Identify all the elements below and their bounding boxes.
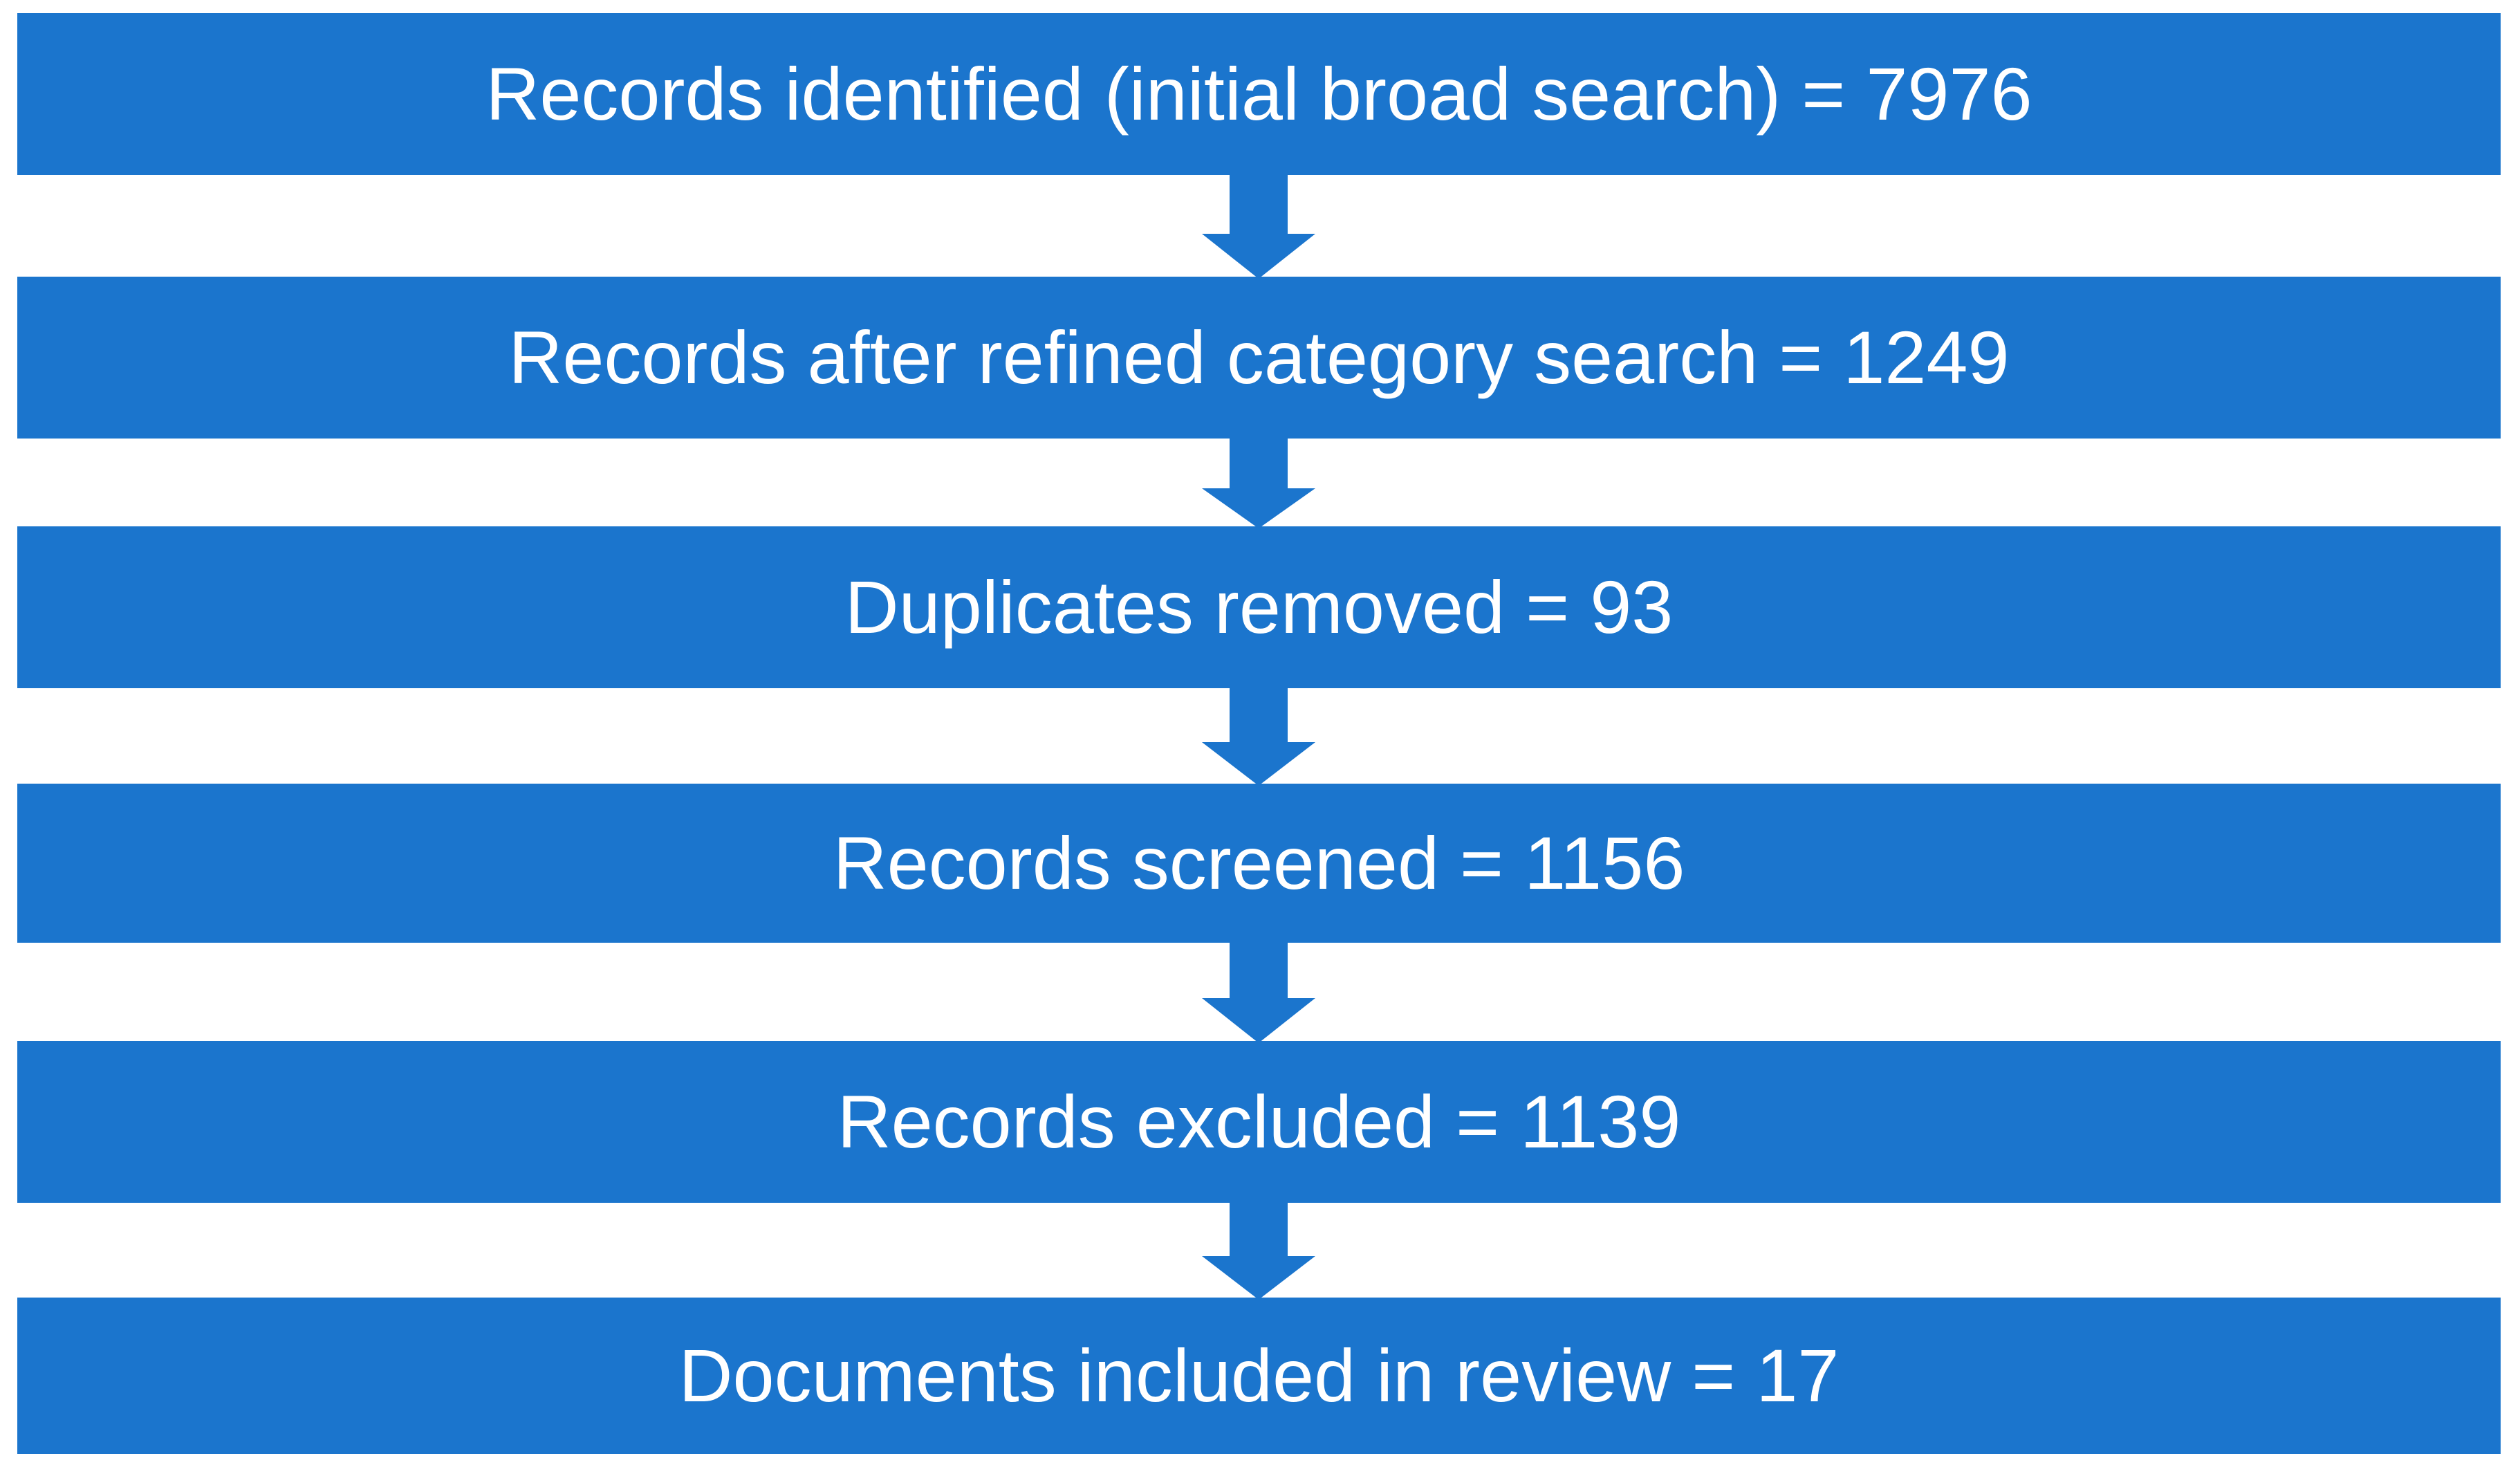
- flow-node-identified[interactable]: Records identified (initial broad search…: [17, 13, 2501, 175]
- flow-node-excluded[interactable]: Records excluded = 1139: [17, 1041, 2501, 1203]
- flow-node-label: Records after refined category search = …: [508, 315, 2010, 399]
- flow-node-label: Records identified (initial broad search…: [485, 51, 2032, 136]
- flow-node-screened[interactable]: Records screened = 1156: [17, 784, 2501, 943]
- flow-node-label: Duplicates removed = 93: [844, 564, 1674, 649]
- flow-node-label: Records screened = 1156: [833, 820, 1685, 905]
- flow-node-refined[interactable]: Records after refined category search = …: [17, 277, 2501, 439]
- flow-node-duplicates[interactable]: Duplicates removed = 93: [17, 526, 2501, 688]
- flow-node-included[interactable]: Documents included in review = 17: [17, 1298, 2501, 1454]
- down-arrow-icon: [1202, 688, 1315, 786]
- flow-node-label: Records excluded = 1139: [837, 1079, 1681, 1163]
- down-arrow-icon: [1202, 1203, 1315, 1300]
- down-arrow-icon: [1202, 175, 1315, 279]
- down-arrow-icon: [1202, 943, 1315, 1043]
- flow-node-label: Documents included in review = 17: [678, 1333, 1840, 1417]
- down-arrow-icon: [1202, 439, 1315, 528]
